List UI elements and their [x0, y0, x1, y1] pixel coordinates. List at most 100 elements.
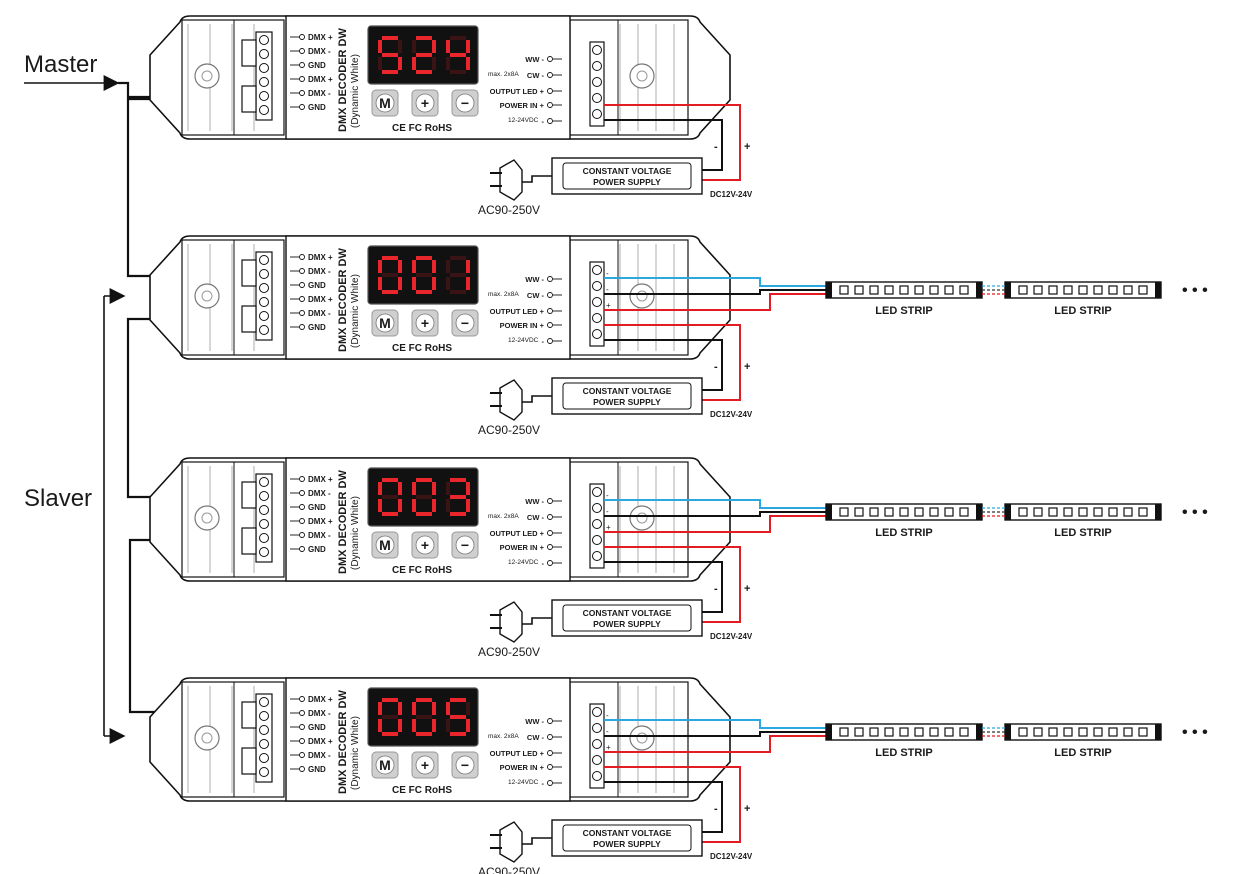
- led-chip: [914, 507, 924, 517]
- wire-sign: -: [606, 285, 609, 294]
- terminal-screw: [259, 255, 269, 265]
- panel-button-2[interactable]: −: [451, 309, 479, 337]
- terminal-screw: [259, 77, 269, 87]
- led-chip: [884, 727, 894, 737]
- mounting-hole: [194, 725, 220, 751]
- panel-button-1[interactable]: +: [411, 531, 439, 559]
- decoder-title-line2: (Dynamic White): [350, 496, 361, 570]
- segment-a: [416, 36, 432, 40]
- segment-c: [466, 277, 470, 290]
- wire-power-positive: [604, 546, 741, 623]
- dmx-in-plug: [241, 39, 257, 67]
- segment-d: [382, 732, 398, 736]
- port-label-right: WW -: [525, 55, 544, 64]
- psu-minus-sign: -: [714, 583, 718, 595]
- panel-button-1[interactable]: +: [411, 89, 439, 117]
- segment-g: [450, 53, 466, 57]
- segment-e: [412, 719, 416, 732]
- port-indicator: [299, 254, 305, 260]
- led-chip: [1138, 285, 1148, 295]
- decoder-title: DMX DECODER DW(Dynamic White): [337, 247, 361, 352]
- port-label-right: CW -: [527, 733, 545, 742]
- led-chip: [1048, 285, 1058, 295]
- panel-button-2[interactable]: −: [451, 89, 479, 117]
- port-label-right: -: [542, 779, 545, 788]
- led-chip: [899, 285, 909, 295]
- terminal-screw: [592, 771, 602, 781]
- segment-b: [398, 40, 402, 53]
- psu-label-line1: CONSTANT VOLTAGE: [583, 386, 672, 396]
- segment-d: [450, 290, 466, 294]
- segment-a: [450, 36, 466, 40]
- panel-button-0[interactable]: M: [371, 751, 399, 779]
- ac-input-label: AC90-250V: [478, 203, 540, 217]
- led-strip-label: LED STRIP: [1054, 527, 1111, 539]
- panel-button-label: +: [421, 537, 429, 553]
- left-end-cap: [181, 461, 285, 578]
- psu-label-line1: CONSTANT VOLTAGE: [583, 828, 672, 838]
- psu-output-label: DC12V-24V: [710, 852, 753, 861]
- segment-e: [378, 719, 382, 732]
- terminal-screw: [259, 269, 269, 279]
- panel-button-label: −: [461, 315, 469, 331]
- wire-power-negative: [604, 561, 723, 613]
- wire-led-positive: [604, 293, 826, 311]
- terminal-screw: [259, 767, 269, 777]
- port-indicator: [547, 734, 553, 740]
- segment-d: [416, 732, 432, 736]
- dmx-out-plug: [241, 305, 257, 333]
- port-indicator: [547, 338, 553, 344]
- led-strip: LED STRIP: [825, 281, 983, 317]
- led-chip: [1138, 727, 1148, 737]
- panel-button-label: +: [421, 95, 429, 111]
- port-indicator: [299, 504, 305, 510]
- segment-a: [416, 478, 432, 482]
- port-indicator: [547, 102, 553, 108]
- port-label-left: DMX +: [308, 295, 333, 304]
- certifications: CE FC RoHS: [392, 565, 452, 576]
- wire-sign: +: [606, 523, 611, 532]
- panel-button-2[interactable]: −: [451, 531, 479, 559]
- port-indicator: [299, 476, 305, 482]
- segment-g: [450, 273, 466, 277]
- port-label-left: GND: [308, 281, 326, 290]
- segment-e: [412, 277, 416, 290]
- decoder-title-line1: DMX DECODER DW: [337, 247, 349, 352]
- port-label-right: CW -: [527, 71, 545, 80]
- terminal-screw: [259, 547, 269, 557]
- port-label-right: OUTPUT LED +: [490, 307, 545, 316]
- terminal-screw: [259, 283, 269, 293]
- port-label-right: POWER IN +: [500, 543, 545, 552]
- terminal-screw: [259, 477, 269, 487]
- terminal-screw: [259, 35, 269, 45]
- port-indicator: [299, 48, 305, 54]
- port-label-right: POWER IN +: [500, 321, 545, 330]
- port-indicator: [299, 696, 305, 702]
- panel-button-0[interactable]: M: [371, 531, 399, 559]
- port-indicator: [299, 532, 305, 538]
- panel-button-1[interactable]: +: [411, 751, 439, 779]
- continuation-dots: • • •: [1182, 724, 1208, 741]
- port-label-right: WW -: [525, 497, 544, 506]
- port-indicator: [547, 56, 553, 62]
- led-strip-label: LED STRIP: [875, 527, 932, 539]
- certifications: CE FC RoHS: [392, 123, 452, 134]
- terminal-screw: [259, 519, 269, 529]
- wire-sign: -: [606, 491, 609, 500]
- segment-f: [412, 40, 416, 53]
- power-range: 12-24VDC: [508, 117, 539, 124]
- wire-led-positive: [604, 735, 826, 753]
- port-label-left: DMX -: [308, 89, 331, 98]
- panel-button-0[interactable]: M: [371, 89, 399, 117]
- panel-button-1[interactable]: +: [411, 309, 439, 337]
- panel-button-2[interactable]: −: [451, 751, 479, 779]
- port-indicator: [299, 738, 305, 744]
- segment-a: [416, 698, 432, 702]
- segment-b: [398, 482, 402, 495]
- panel-button-0[interactable]: M: [371, 309, 399, 337]
- segment-g: [382, 53, 398, 57]
- port-label-right: POWER IN +: [500, 763, 545, 772]
